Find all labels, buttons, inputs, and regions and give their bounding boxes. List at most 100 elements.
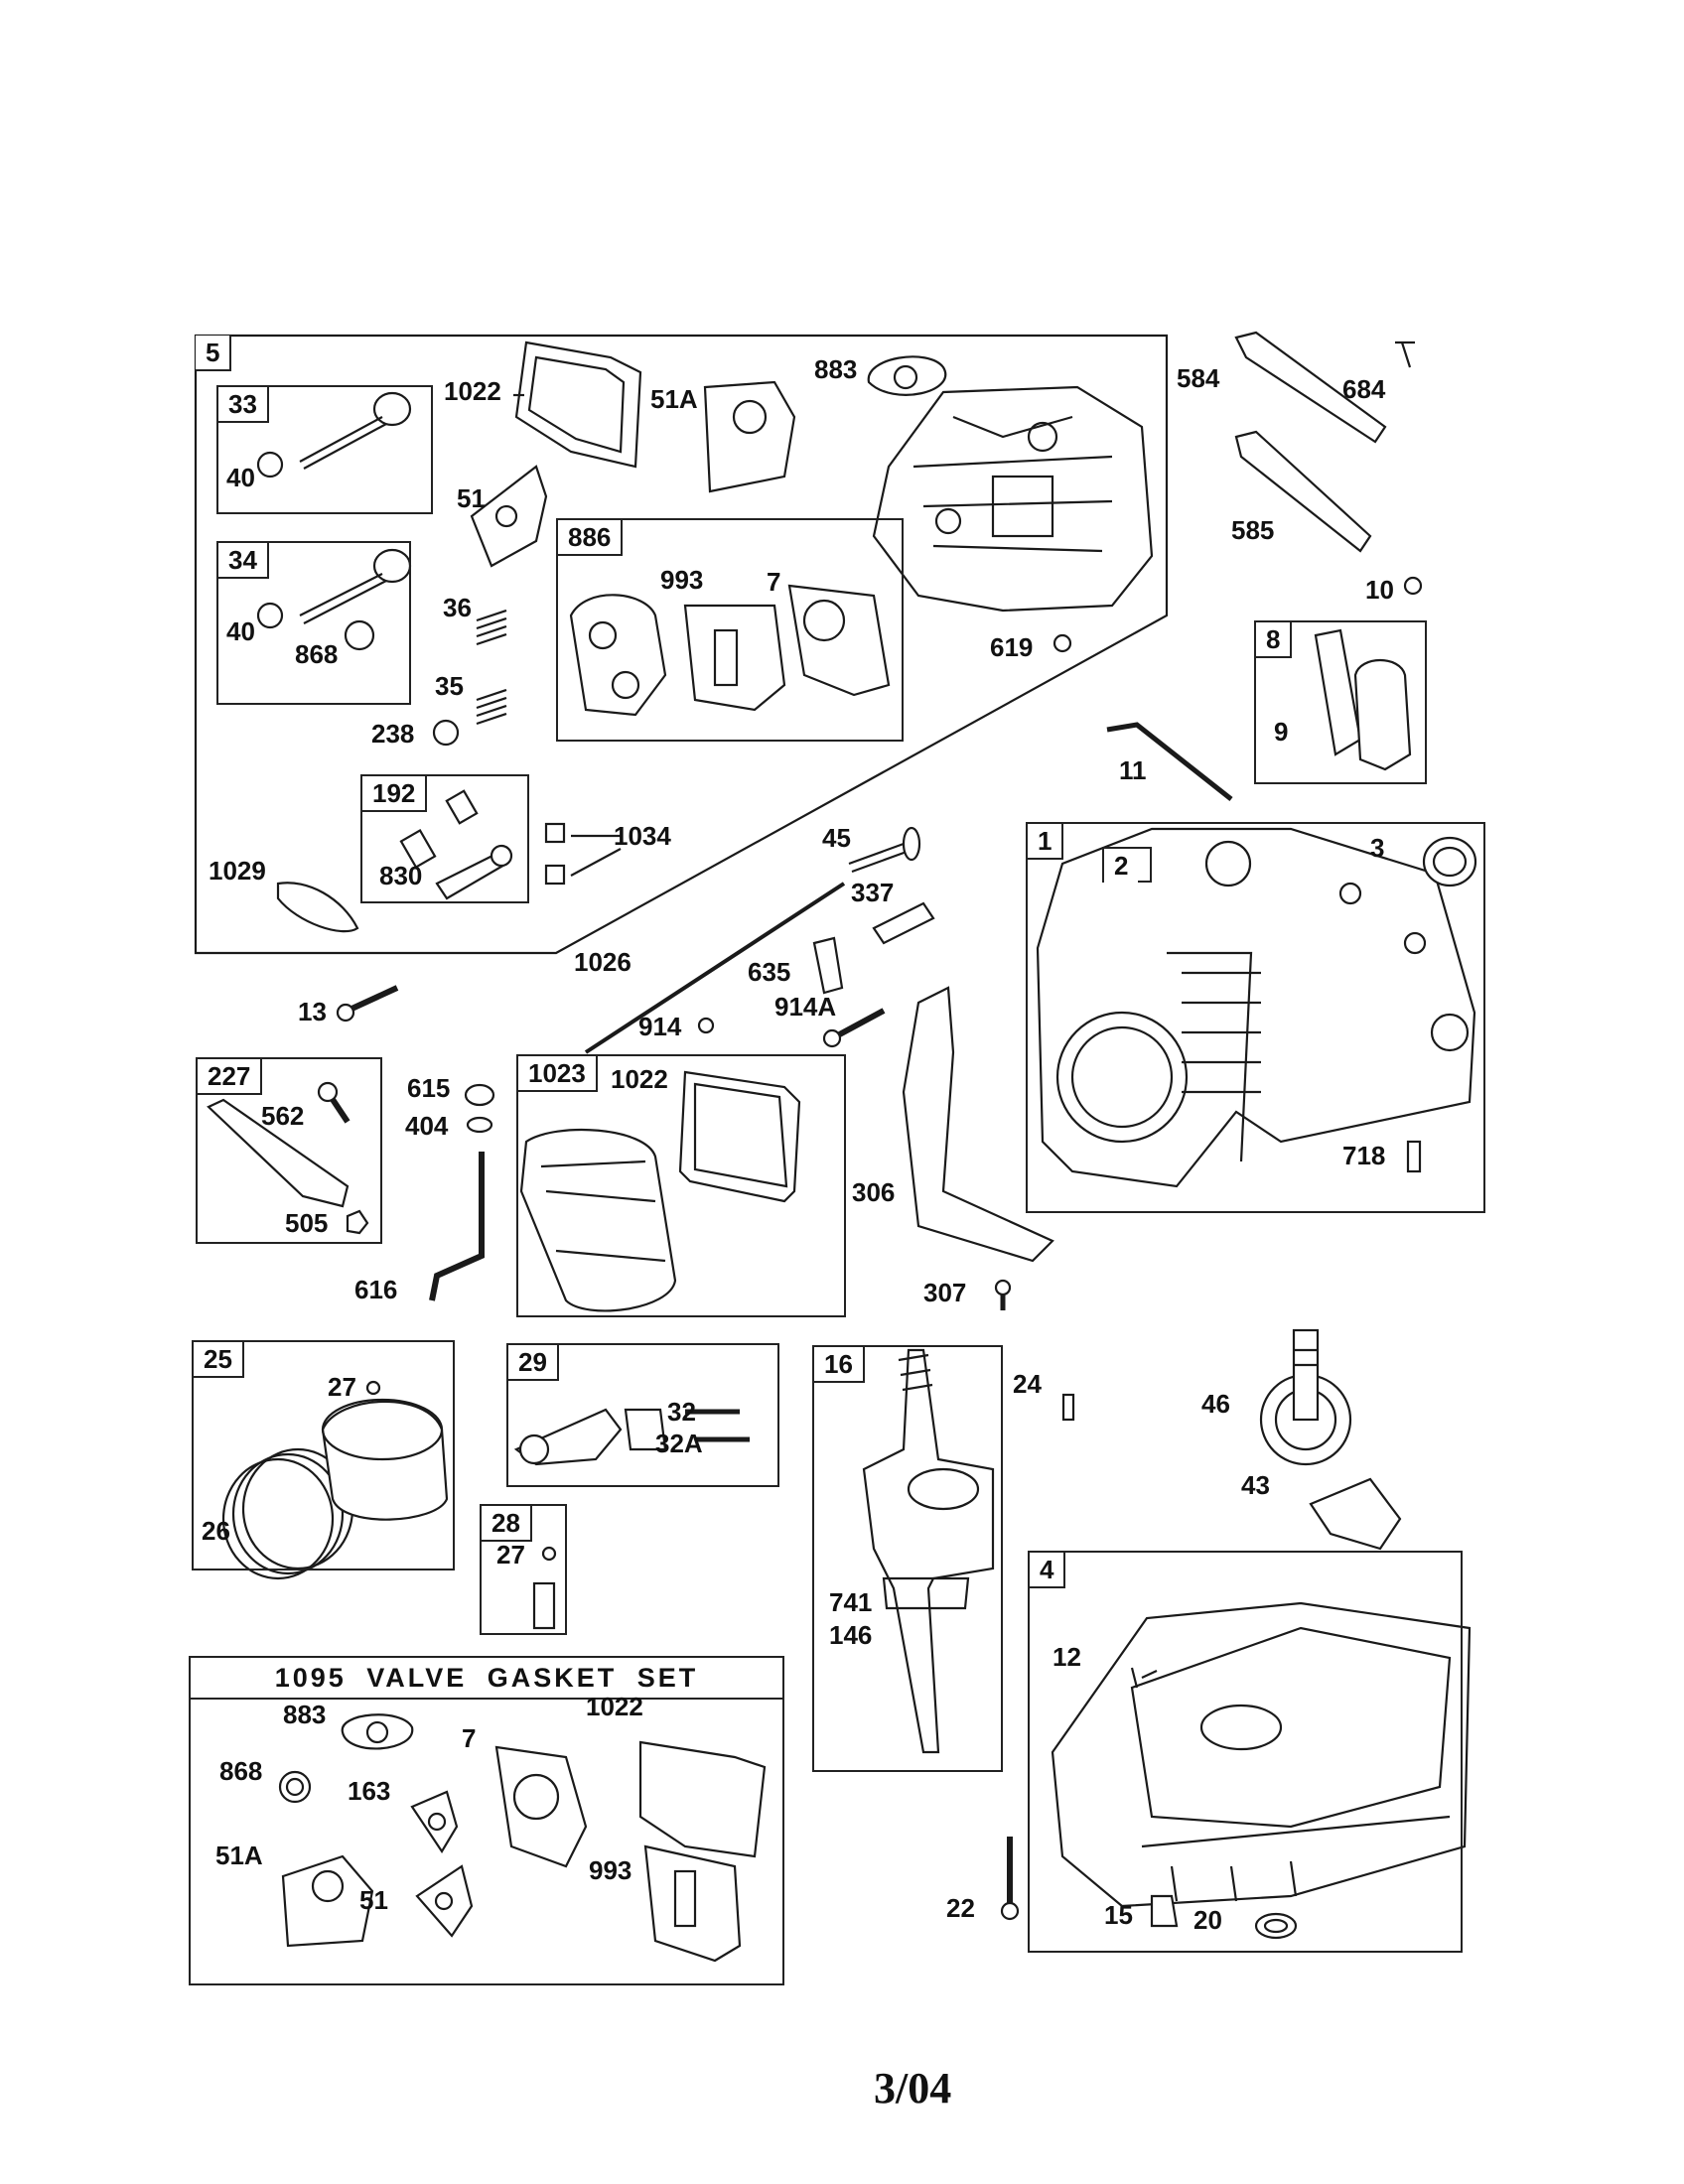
intake-gasket-drawing [867, 355, 947, 396]
label-615: 615 [407, 1073, 451, 1103]
box-2-label: 2 [1104, 849, 1139, 883]
label-26: 26 [202, 1516, 230, 1546]
label-1034: 1034 [614, 821, 671, 851]
gasket-set-886-drawing [569, 584, 891, 717]
label-15: 15 [1104, 1900, 1133, 1930]
box-1023-label: 1023 [518, 1056, 598, 1092]
label-40: 40 [226, 463, 255, 492]
gaskets-584-585-drawing [1234, 331, 1387, 553]
label-1026: 1026 [574, 947, 632, 977]
bolt-13-drawing [346, 985, 399, 1014]
box-886-label: 886 [558, 520, 624, 556]
label-43: 43 [1241, 1470, 1270, 1500]
pin-24-drawing [1061, 1393, 1075, 1422]
pin-718-drawing [1406, 1140, 1422, 1173]
label-7: 7 [767, 567, 781, 597]
box-227: 227 [196, 1057, 382, 1244]
label-868: 868 [219, 1756, 263, 1786]
label-7: 7 [462, 1723, 477, 1753]
clip-27-drawing [365, 1380, 381, 1396]
washer-404-drawing [466, 1116, 493, 1134]
box-29-label: 29 [508, 1345, 559, 1381]
label-45: 45 [822, 823, 851, 853]
sump-drawing [1051, 1601, 1472, 1908]
box-28: 28 [480, 1504, 567, 1635]
seal-3-drawing [1422, 836, 1477, 887]
label-306: 306 [852, 1177, 896, 1207]
label-830: 830 [379, 861, 423, 890]
label-27: 27 [496, 1540, 525, 1570]
box-1095-gasket-set: 1095 VALVE GASKET SET [189, 1656, 784, 1985]
governor-43-drawing [1309, 1477, 1402, 1551]
page-date: 3/04 [874, 2064, 952, 2113]
box-25-label: 25 [194, 1342, 244, 1378]
leader-lines [513, 393, 1158, 1679]
cylinder-head-drawing [872, 385, 1154, 613]
label-619: 619 [990, 632, 1034, 662]
piston-drawing [321, 1398, 449, 1521]
box-16: 16 [812, 1345, 1003, 1772]
label-914: 914 [638, 1012, 682, 1041]
box-29: 29 [506, 1343, 779, 1487]
governor-lever-drawing [207, 1081, 369, 1235]
label-20: 20 [1193, 1905, 1222, 1935]
box-192-label: 192 [362, 776, 428, 812]
small-part-1034a [544, 822, 566, 844]
piston-pin-drawing [532, 1581, 556, 1630]
bolt-684-drawing [1395, 341, 1415, 368]
label-32a: 32A [655, 1429, 703, 1458]
label-51: 51 [359, 1885, 388, 1915]
springs-drawing [432, 609, 507, 747]
rocker-parts-drawing [399, 789, 513, 900]
label-585: 585 [1231, 515, 1275, 545]
part-615-drawing [464, 1083, 495, 1107]
valve-34-drawing [256, 548, 412, 651]
rocker-arm-drawing [276, 882, 359, 933]
label-868: 868 [295, 639, 339, 669]
label-46: 46 [1201, 1389, 1230, 1419]
box-1023: 1023 [516, 1054, 846, 1317]
label-24: 24 [1013, 1369, 1042, 1399]
label-12: 12 [1052, 1642, 1081, 1672]
label-883: 883 [283, 1700, 327, 1729]
label-9: 9 [1274, 717, 1289, 747]
box-5-label: 5 [196, 336, 232, 371]
label-35: 35 [435, 671, 464, 701]
label-562: 562 [261, 1101, 305, 1131]
box-25: 25 [192, 1340, 455, 1570]
seal-20-drawing [1254, 1912, 1298, 1940]
label-404: 404 [405, 1111, 449, 1141]
label-718: 718 [1342, 1141, 1386, 1170]
rod-11-drawing [1106, 722, 1233, 801]
label-32: 32 [667, 1397, 696, 1427]
label-505: 505 [285, 1208, 329, 1238]
part-45-drawing [848, 842, 908, 874]
label-993: 993 [660, 565, 704, 595]
label-51a: 51A [650, 384, 698, 414]
label-307: 307 [923, 1278, 967, 1307]
label-13: 13 [298, 997, 327, 1026]
box-34: 34 [216, 541, 411, 705]
label-993: 993 [589, 1855, 632, 1885]
box-33-label: 33 [218, 387, 269, 423]
label-1022: 1022 [444, 376, 501, 406]
label-584: 584 [1177, 363, 1220, 393]
shroud-306-drawing [902, 986, 1054, 1263]
label-36: 36 [443, 593, 472, 622]
label-883: 883 [814, 354, 858, 384]
box-4-label: 4 [1030, 1553, 1066, 1588]
label-40: 40 [226, 616, 255, 646]
box-16-label: 16 [814, 1347, 865, 1383]
label-22: 22 [946, 1893, 975, 1923]
gasket-set-1095-drawing [278, 1713, 767, 1963]
label-741: 741 [829, 1587, 873, 1617]
label-11: 11 [1119, 755, 1147, 785]
box-34-label: 34 [218, 543, 269, 579]
label-146: 146 [829, 1620, 873, 1650]
box-886: 886 [556, 518, 904, 742]
label-51a: 51A [215, 1841, 263, 1870]
bolt-914a-drawing [832, 1008, 886, 1040]
part-635-drawing [812, 936, 844, 995]
label-337: 337 [851, 878, 895, 907]
